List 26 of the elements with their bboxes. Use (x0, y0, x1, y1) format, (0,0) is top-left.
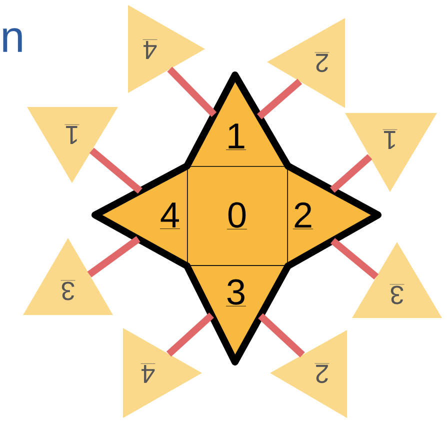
connector-line (87, 236, 140, 278)
small-triangle: 1 (345, 113, 437, 192)
connector-line (258, 313, 305, 358)
small-triangle: 2 (267, 18, 345, 108)
small-triangle: 4 (123, 328, 202, 418)
node-label: 4 (160, 202, 179, 228)
connector-line (167, 66, 217, 118)
connector-line (89, 148, 142, 194)
small-triangle: 4 (128, 5, 205, 93)
small-triangle: 3 (23, 238, 113, 315)
node-label: 2 (294, 202, 312, 228)
small-triangle: 2 (270, 330, 347, 418)
connector-line (166, 312, 214, 357)
connector-line (330, 238, 379, 280)
triangle-face: 1 (184, 72, 292, 170)
node-label: 3 (227, 279, 244, 305)
triangle-face: 3 (184, 262, 292, 366)
small-triangle: 3 (352, 242, 442, 318)
connector-line (256, 78, 302, 120)
triangle-face: 4 (92, 162, 190, 270)
node-label: 1 (228, 124, 244, 148)
small-triangle: 1 (27, 107, 118, 183)
heading-fragment: n (3, 28, 22, 52)
triangle-face: 2 (284, 162, 382, 270)
connector-line (330, 154, 372, 193)
square-face: 0 (186, 165, 289, 267)
